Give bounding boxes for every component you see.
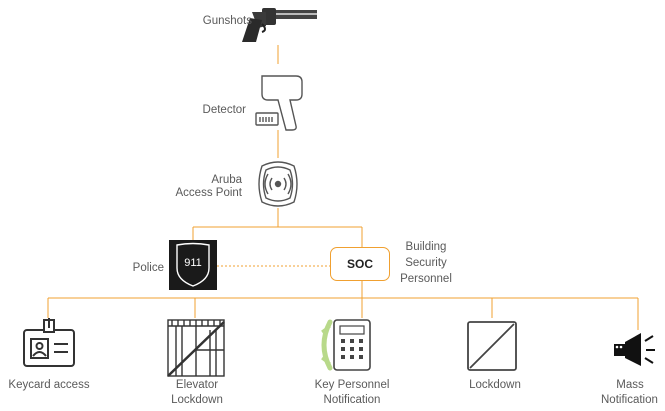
revolver-icon [242, 8, 317, 42]
aruba-label-line1: Aruba [211, 174, 242, 186]
lockdown-label: Lockdown [469, 379, 521, 391]
bsp-label-line1: Building [405, 241, 447, 253]
shield-icon [176, 242, 210, 287]
police-label: Police [132, 262, 164, 274]
keypad-phone-icon [321, 319, 371, 371]
shield-number: 911 [184, 257, 202, 269]
gunshots-label: Gunshots [202, 15, 252, 27]
aruba-label-line2: Access Point [175, 187, 242, 199]
bsp-label-line3: Personnel [400, 273, 452, 285]
bsp-label-line2: Security [405, 257, 447, 269]
detector-icon [255, 75, 303, 131]
elevator-label-line1: Elevator [175, 379, 219, 391]
soc-node: SOC [330, 247, 390, 281]
elevator-label-line2: Lockdown [171, 394, 223, 406]
keycard-icon [23, 318, 75, 367]
lockdown-icon [467, 321, 517, 371]
keypers-label-line1: Key Personnel [314, 379, 390, 391]
keypers-label-line2: Notification [323, 394, 381, 406]
elevator-lockdown-icon [167, 319, 225, 377]
megaphone-icon [614, 333, 655, 366]
mass-label-line1: Mass [616, 379, 644, 391]
access-point-icon [258, 161, 298, 207]
police-badge: 911 [169, 240, 217, 290]
detector-label: Detector [202, 104, 246, 116]
keycard-label: Keycard access [8, 379, 90, 391]
mass-label-line2: Notification [601, 394, 658, 406]
